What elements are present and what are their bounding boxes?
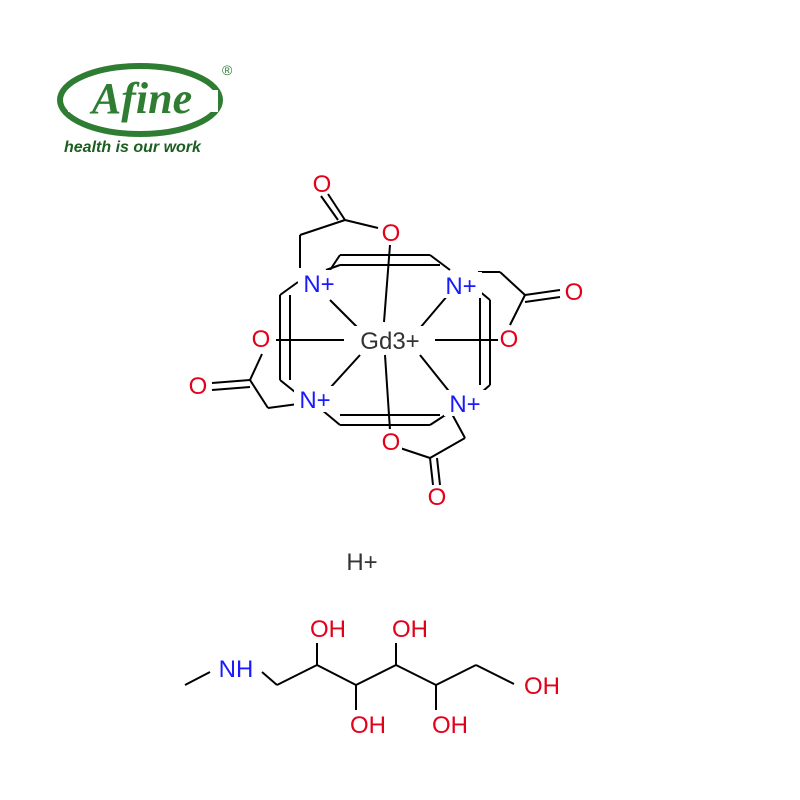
n-label-bg-4 — [444, 390, 486, 416]
o-coord-bg-3 — [250, 326, 272, 350]
complex-bonds — [211, 193, 561, 486]
hydroxyl-bottom-2: OH — [432, 712, 468, 739]
meglumine-bonds — [184, 643, 515, 710]
carbonyl-oxygen-2: O — [565, 279, 584, 306]
afine-logo: Afine ® health is our work — [57, 62, 233, 156]
logo-wordmark: Afine — [89, 74, 192, 123]
metal-label-bg — [345, 326, 435, 354]
logo-registered-mark: ® — [222, 62, 233, 78]
hydroxyl-top-2: OH — [392, 616, 428, 643]
amine-label: NH — [219, 656, 254, 683]
o-coord-bg-2 — [498, 326, 520, 350]
nitrogen-label-2: N+ — [445, 273, 476, 300]
hydroxyl-bottom-1: OH — [350, 712, 386, 739]
proton-label: H+ — [346, 549, 377, 576]
gadolinium-label: Gd3+ — [360, 328, 419, 355]
carbonyl-oxygen-1: O — [313, 171, 332, 198]
coordinating-oxygen-1: O — [382, 220, 401, 247]
nitrogen-label-4: N+ — [449, 391, 480, 418]
meglumine-labels: NH OH OH OH OH OH — [219, 616, 560, 739]
nitrogen-label-1: N+ — [303, 271, 334, 298]
carbonyl-oxygen-3: O — [189, 373, 208, 400]
carbonyl-oxygen-4: O — [428, 484, 447, 511]
o-coord-bg-4 — [380, 429, 402, 453]
logo-swoosh-ring — [57, 63, 223, 137]
hydroxyl-terminal: OH — [524, 673, 560, 700]
n-label-bg-1 — [298, 270, 340, 296]
logo-ring-gap — [68, 90, 218, 112]
complex-labels: Gd3+ N+ N+ N+ N+ O O O O O O O O — [189, 171, 584, 511]
o-coord-bg-1 — [380, 220, 402, 244]
n-label-bg-2 — [440, 272, 482, 298]
n-label-bg-3 — [294, 386, 336, 412]
coordinating-oxygen-3: O — [252, 326, 271, 353]
nitrogen-label-3: N+ — [299, 387, 330, 414]
coordinating-oxygen-2: O — [500, 326, 519, 353]
hydroxyl-top-1: OH — [310, 616, 346, 643]
coordinating-oxygen-4: O — [382, 429, 401, 456]
logo-tagline: health is our work — [64, 139, 202, 156]
